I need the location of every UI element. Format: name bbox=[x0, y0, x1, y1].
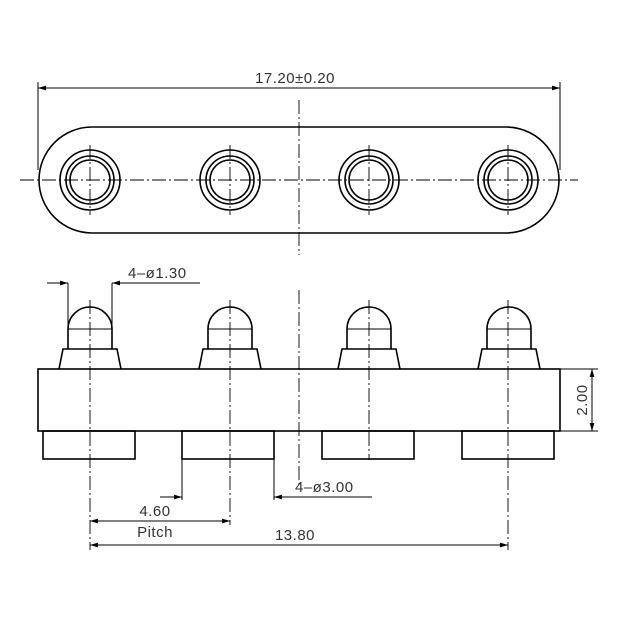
span-label: 13.80 bbox=[275, 527, 315, 544]
pin-top-1 bbox=[59, 145, 121, 215]
pin-diameter-label: 4–ø1.30 bbox=[128, 265, 187, 282]
base-diameter-label: 4–ø3.00 bbox=[295, 479, 354, 496]
pin-front-3 bbox=[337, 306, 401, 370]
pitch-value-label: 4.60 bbox=[139, 503, 170, 520]
pin-front-4 bbox=[477, 306, 541, 370]
pin-front-2 bbox=[198, 306, 262, 370]
top-view: 17.20±0.20 bbox=[20, 70, 578, 255]
pitch-label: Pitch bbox=[137, 524, 173, 541]
height-label: 2.00 bbox=[574, 384, 591, 415]
overall-length-label: 17.20±0.20 bbox=[255, 70, 335, 87]
base-2 bbox=[181, 430, 275, 460]
front-view: 4–ø1.30 2.00 4–ø3.00 4.60 Pitch 13.80 bbox=[37, 265, 598, 550]
base-1 bbox=[42, 430, 136, 460]
base-3 bbox=[321, 430, 415, 460]
pin-top-2 bbox=[199, 145, 261, 215]
housing-outline bbox=[38, 126, 560, 234]
pin-top-3 bbox=[338, 145, 400, 215]
pin-top-4 bbox=[477, 145, 539, 215]
